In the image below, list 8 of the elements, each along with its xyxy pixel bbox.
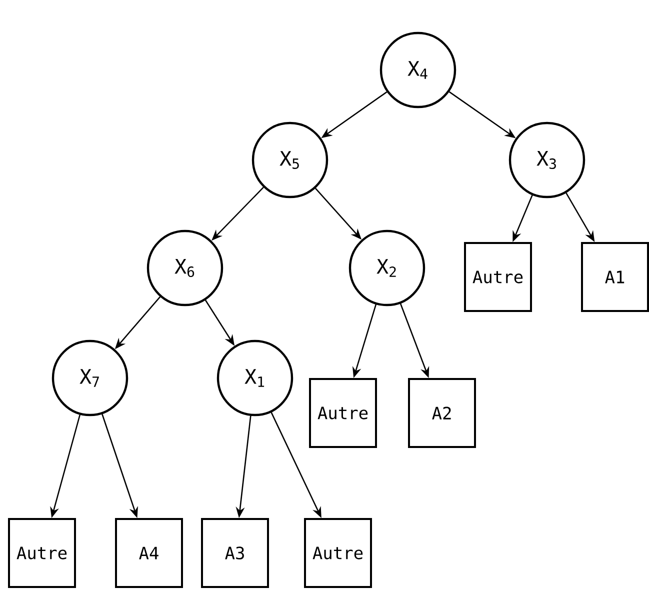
leaf-box: Autre: [8, 518, 76, 588]
leaf-box: A3: [201, 518, 269, 588]
leaf-box: Autre: [304, 518, 372, 588]
leaf-box: Autre: [464, 242, 532, 312]
leaf-box: A1: [581, 242, 649, 312]
leaf-box: Autre: [309, 378, 377, 448]
leaf-box: A4: [115, 518, 183, 588]
leaf-box: A2: [408, 378, 476, 448]
